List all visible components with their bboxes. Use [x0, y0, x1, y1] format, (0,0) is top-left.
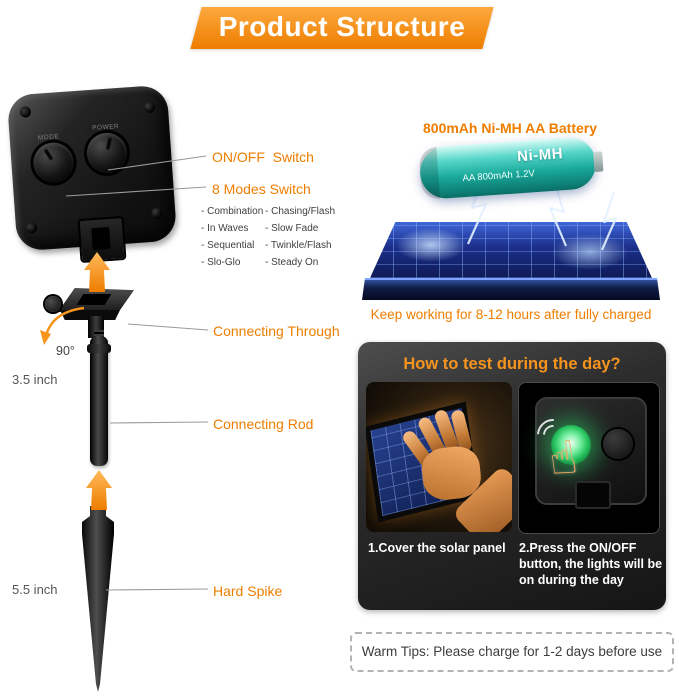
- battery-title: 800mAh Ni-MH AA Battery: [423, 120, 597, 136]
- mode-item: - Steady On: [265, 257, 319, 268]
- connecting-rod-graphic: [90, 336, 108, 466]
- mount-clip-slot: [91, 226, 111, 251]
- bracket-screw-knob: [45, 296, 61, 312]
- warm-tips-box: Warm Tips: Please charge for 1-2 days be…: [350, 632, 674, 672]
- power-knob-label: POWER: [91, 123, 120, 132]
- test-image-cover-panel: [366, 382, 512, 532]
- mount-clip: [77, 215, 127, 264]
- onoff-switch-label: ON/OFF Switch: [212, 149, 314, 165]
- battery-negative-end: [418, 146, 440, 201]
- ground-spike-graphic: [82, 506, 114, 692]
- leader-line-through: [127, 323, 209, 331]
- rod-collar: [87, 344, 111, 353]
- controller-front-graphic: [535, 397, 647, 509]
- battery-caption: Keep working for 8-12 hours after fully …: [370, 307, 652, 322]
- mode-knob-label: MODE: [37, 133, 60, 142]
- battery-graphic: Ni-MH AA 800mAh 1.2V: [418, 135, 604, 201]
- modes-column-2: - Chasing/Flash - Slow Fade - Twinkle/Flas…: [265, 203, 349, 271]
- test-step-1: 1.Cover the solar panel: [368, 541, 506, 555]
- power-knob: [85, 131, 129, 175]
- controller-back-face: MODE POWER: [6, 84, 178, 264]
- battery-spec-text: AA 800mAh 1.2V: [462, 168, 536, 185]
- screw-icon: [150, 207, 163, 219]
- leader-line-rod: [109, 421, 209, 424]
- screw-icon: [19, 106, 32, 118]
- mode-knob: [32, 141, 75, 185]
- hand-graphic: [400, 399, 512, 532]
- panel-glow: [396, 228, 466, 262]
- mount-slot: [575, 481, 611, 509]
- modes-switch-label: 8 Modes Switch: [212, 181, 311, 197]
- mount-bracket-side: [60, 310, 120, 320]
- mode-item: - Slow Fade: [265, 223, 319, 234]
- connecting-through-label: Connecting Through: [213, 323, 340, 339]
- angle-label: 90°: [56, 344, 75, 358]
- test-step-2: 2.Press the ON/OFF button, the lights wi…: [519, 541, 663, 587]
- hard-spike-label: Hard Spike: [213, 583, 283, 599]
- screw-icon: [143, 101, 156, 114]
- connecting-rod-label: Connecting Rod: [213, 416, 314, 432]
- mode-item: - Twinkle/Flash: [265, 240, 332, 251]
- up-arrow-icon: [86, 470, 112, 510]
- panel-glow: [552, 234, 628, 270]
- mode-item: - In Waves: [201, 223, 249, 234]
- battery-type-text: Ni-MH: [516, 145, 564, 166]
- mode-item: - Sequential: [201, 240, 255, 251]
- knob-pointer: [43, 148, 54, 162]
- mode-item: - Slo-Glo: [201, 257, 241, 268]
- screw-icon: [25, 221, 38, 234]
- modes-list: - Combination - In Waves - Sequential - Slo…: [201, 203, 349, 271]
- rotation-arrowhead: [40, 330, 51, 345]
- glowing-onoff-button: [551, 425, 591, 465]
- test-image-press-button: ☝: [518, 382, 660, 534]
- sensor-knob: [603, 429, 633, 459]
- warm-tips-text: Warm Tips: Please charge for 1-2 days be…: [361, 644, 663, 659]
- modes-column-1: - Combination - In Waves - Sequential - Slo…: [201, 203, 265, 271]
- spike-shape: [82, 506, 114, 692]
- battery-positive-cap: [593, 151, 604, 172]
- mode-item: - Chasing/Flash: [265, 206, 336, 217]
- page-title: Product Structure: [218, 11, 466, 42]
- knob-pointer: [105, 136, 113, 151]
- test-heading: How to test during the day?: [403, 355, 621, 373]
- mode-item: - Combination: [201, 206, 264, 217]
- solar-panel-front-face: [362, 278, 660, 300]
- spike-length-label: 5.5 inch: [12, 582, 58, 597]
- battery-panel-graphic: Ni-MH AA 800mAh 1.2V: [356, 135, 666, 304]
- rod-length-label: 3.5 inch: [12, 372, 58, 387]
- controller-device-graphic: MODE POWER: [6, 84, 184, 272]
